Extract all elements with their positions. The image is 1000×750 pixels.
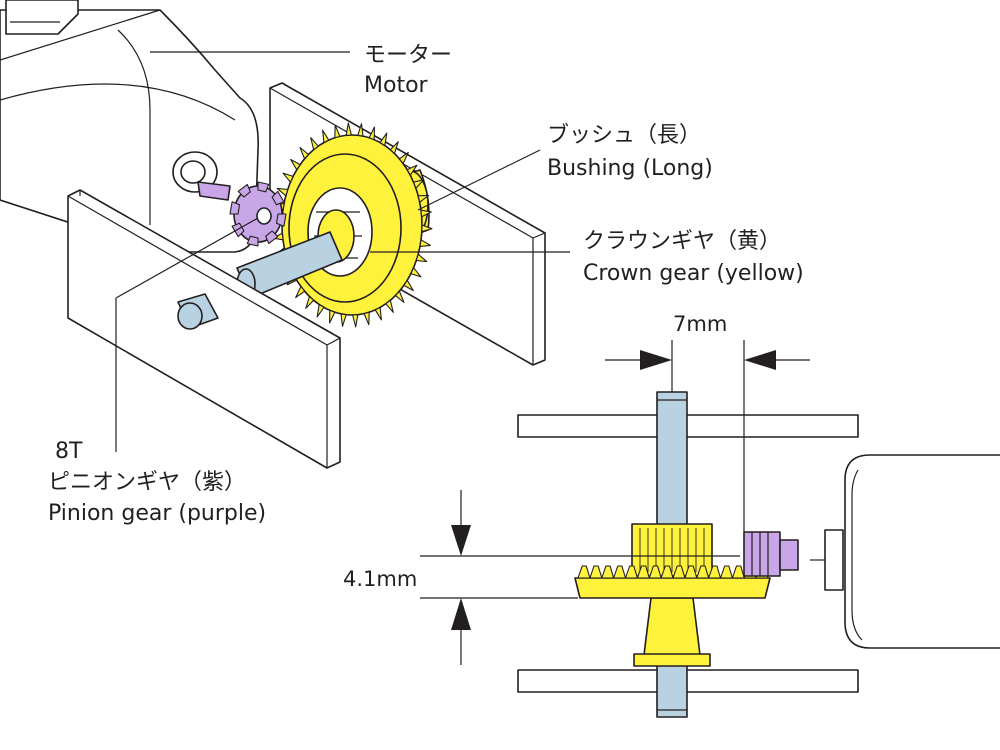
pinion-teeth-label: 8T xyxy=(55,439,83,464)
bushing-label-en: Bushing (Long) xyxy=(547,156,713,181)
crown-tooth xyxy=(406,164,418,176)
pinion-tooth xyxy=(246,235,259,247)
crown-tooth xyxy=(282,172,294,183)
crown-side-tooth xyxy=(648,565,662,579)
crown-tooth xyxy=(305,295,315,309)
crown-tooth xyxy=(385,299,394,313)
crown-tooth xyxy=(357,123,364,137)
crown-tooth xyxy=(345,122,352,136)
plate-peg xyxy=(177,293,219,330)
dimension-gap: 7mm xyxy=(605,312,810,532)
crown-tooth xyxy=(413,179,425,189)
pinion-gear-side-view xyxy=(743,531,799,577)
crown-tooth xyxy=(316,303,325,318)
crown-side-tooth xyxy=(624,565,638,579)
crown-tooth xyxy=(329,309,336,324)
crown-tooth xyxy=(417,194,430,203)
crown-tooth xyxy=(394,290,405,304)
crown-side-tooth xyxy=(601,565,615,579)
motor-label-jp: モーター xyxy=(364,43,452,68)
crown-tooth xyxy=(299,146,310,160)
dimension-height: 4.1mm xyxy=(343,490,740,665)
motor-side-view xyxy=(810,454,1000,649)
crown-side-tooth xyxy=(684,565,698,579)
height-dimension-label: 4.1mm xyxy=(343,567,417,591)
crown-tooth xyxy=(295,285,306,299)
pinion-tooth xyxy=(237,183,251,198)
crown-tooth xyxy=(398,151,409,165)
crown-tooth xyxy=(379,132,388,147)
gap-dimension-label: 7mm xyxy=(673,312,727,336)
crown-side-tooth xyxy=(636,565,650,579)
crown-side-tooth xyxy=(613,565,627,579)
pinion-tooth xyxy=(229,201,241,215)
crown-gear-side-view xyxy=(574,523,771,599)
crown-tooth xyxy=(419,239,431,247)
crown-tooth xyxy=(310,137,319,151)
crown-side-tooth xyxy=(577,565,591,579)
crown-side-tooth xyxy=(696,565,710,579)
pinion-tooth xyxy=(271,190,285,206)
crown-tooth xyxy=(403,279,414,292)
pinion-tooth xyxy=(275,213,287,227)
crown-tooth xyxy=(363,311,370,326)
motor-illustration xyxy=(0,0,259,253)
crown-tooth xyxy=(420,209,432,218)
crown-tooth xyxy=(368,126,375,141)
pinion-tooth xyxy=(257,181,270,193)
crown-tooth xyxy=(415,253,428,263)
crown-tooth xyxy=(410,267,422,278)
pinion-label-jp: ピニオンギヤ（紫） xyxy=(48,470,246,495)
crown-tooth xyxy=(421,224,433,233)
crown-tooth xyxy=(340,313,347,327)
lower-plate-side xyxy=(517,669,859,693)
crown-side-tooth xyxy=(719,565,733,579)
crown-tooth xyxy=(374,306,382,321)
crown-side-tooth xyxy=(708,565,722,579)
pinion-gear xyxy=(197,181,287,247)
crown-tooth xyxy=(290,158,301,171)
crown-tooth xyxy=(334,124,341,139)
crown-label-en: Crown gear (yellow) xyxy=(583,261,804,286)
crown-tooth xyxy=(389,141,399,155)
pinion-tooth xyxy=(265,230,279,245)
crown-tooth xyxy=(276,187,289,197)
motor-label-en: Motor xyxy=(364,73,429,98)
crown-side-tooth xyxy=(672,565,686,579)
crown-side-tooth xyxy=(660,565,674,579)
crown-tooth xyxy=(352,314,359,328)
crown-side-tooth xyxy=(731,565,745,579)
bushing-side-view xyxy=(633,597,711,667)
crown-side-tooth xyxy=(589,565,603,579)
pinion-label-en: Pinion gear (purple) xyxy=(48,501,266,526)
upper-plate-side xyxy=(517,414,859,438)
leader-lines xyxy=(115,51,570,452)
crown-tooth xyxy=(322,129,330,144)
crown-label-jp: クラウンギヤ（黄） xyxy=(583,229,781,254)
bushing-label-jp: ブッシュ（長） xyxy=(547,123,701,148)
